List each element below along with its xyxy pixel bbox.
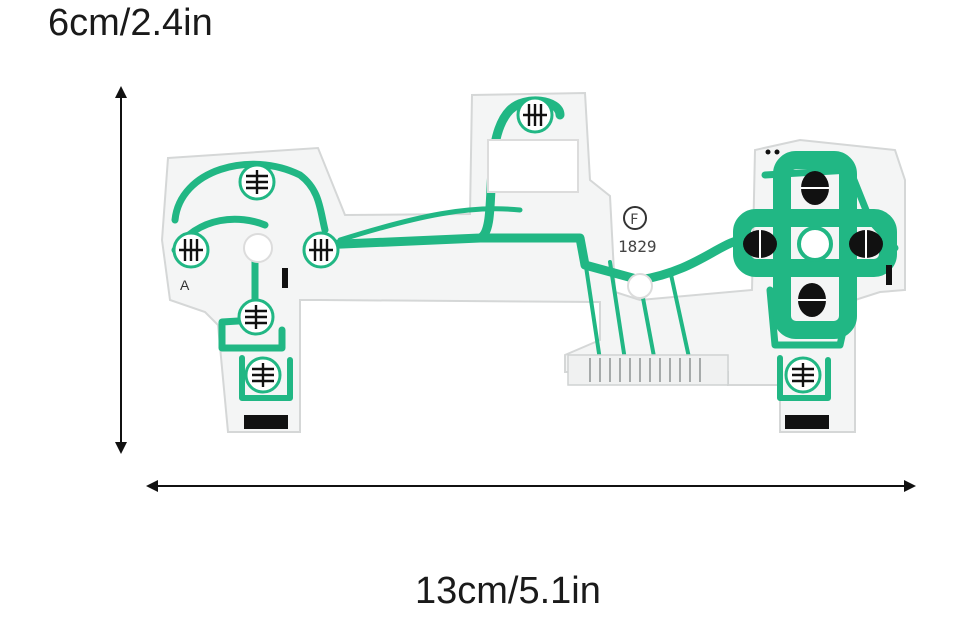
membrane-cutout	[487, 139, 579, 193]
membrane-substrate	[160, 91, 906, 433]
ribbon-connector	[567, 354, 729, 386]
logo-circle	[623, 206, 647, 230]
height-dimension-label: 6cm/2.4in	[48, 2, 213, 44]
button-pad-bottom	[237, 298, 275, 336]
membrane-hole	[243, 233, 273, 263]
membrane-hole	[797, 226, 833, 262]
button-pad-shoulder-left	[244, 356, 282, 394]
contact-tab-right	[785, 415, 829, 429]
contact-strip-left	[282, 268, 288, 288]
dpad-pad-up	[800, 170, 830, 206]
dpad-pad-down	[797, 282, 827, 318]
marker-dot	[765, 149, 771, 155]
marker-dot	[774, 149, 780, 155]
width-dimension-label: 13cm/5.1in	[415, 570, 601, 612]
button-pad-right	[302, 231, 340, 269]
serial-number: 1829	[618, 237, 657, 256]
button-pad-left	[172, 231, 210, 269]
corner-mark: A	[180, 277, 190, 293]
dpad-pad-left	[742, 229, 778, 259]
dpad-pad-right	[848, 229, 884, 259]
button-pad-shoulder-right	[784, 356, 822, 394]
membrane-hole	[627, 273, 653, 299]
logo-glyph: F	[630, 212, 638, 228]
contact-strip-right	[886, 265, 892, 285]
green-circuit-traces	[171, 96, 899, 401]
contact-tab-left	[244, 415, 288, 429]
button-pad-top-center	[516, 96, 554, 134]
button-pad-top-left	[238, 163, 276, 201]
